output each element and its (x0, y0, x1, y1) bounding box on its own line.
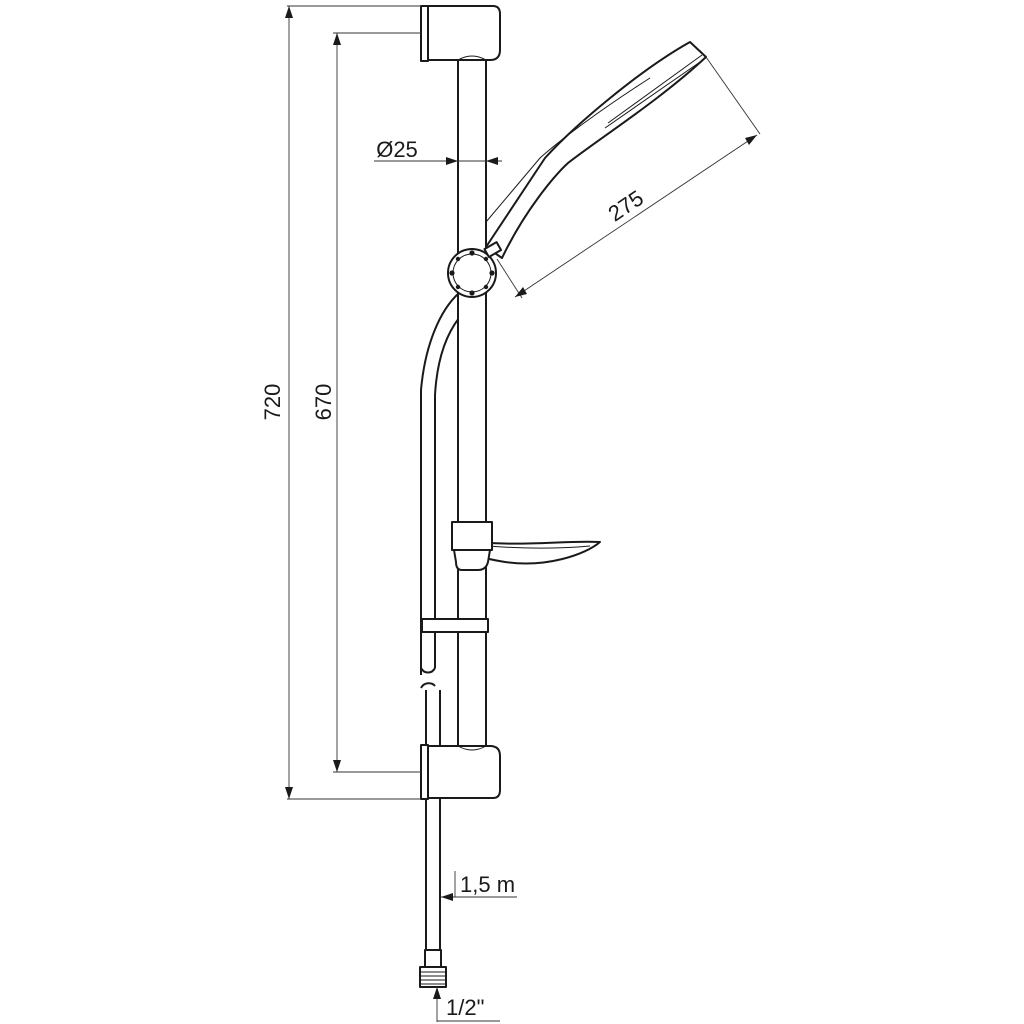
dimension-hose-length-label: 1,5 m (460, 872, 515, 897)
dimension-bracket-spacing-label: 670 (311, 384, 336, 421)
soap-dish (451, 521, 601, 571)
dimension-connection-thread-label: 1/2" (446, 995, 484, 1020)
dimension-handshower-length-label: 275 (604, 185, 648, 226)
top-wall-bracket (420, 5, 501, 62)
dimension-rail-diameter-label: Ø25 (376, 137, 418, 162)
hose-connector-nut (419, 949, 447, 988)
bottom-wall-bracket (420, 744, 501, 800)
dimension-total-height: 720 (260, 5, 421, 800)
dimension-rail-diameter: Ø25 (374, 137, 502, 165)
dimension-bracket-spacing: 670 (311, 32, 421, 773)
hose-guide-ring (421, 618, 489, 633)
dimension-hose-length: 1,5 m (441, 871, 517, 901)
hand-shower (483, 41, 707, 259)
rail-tube (457, 57, 487, 749)
dimension-total-height-label: 720 (260, 384, 285, 421)
sliding-holder (447, 248, 497, 298)
dimension-connection-thread: 1/2" (433, 987, 500, 1022)
shower-hose (420, 292, 460, 950)
